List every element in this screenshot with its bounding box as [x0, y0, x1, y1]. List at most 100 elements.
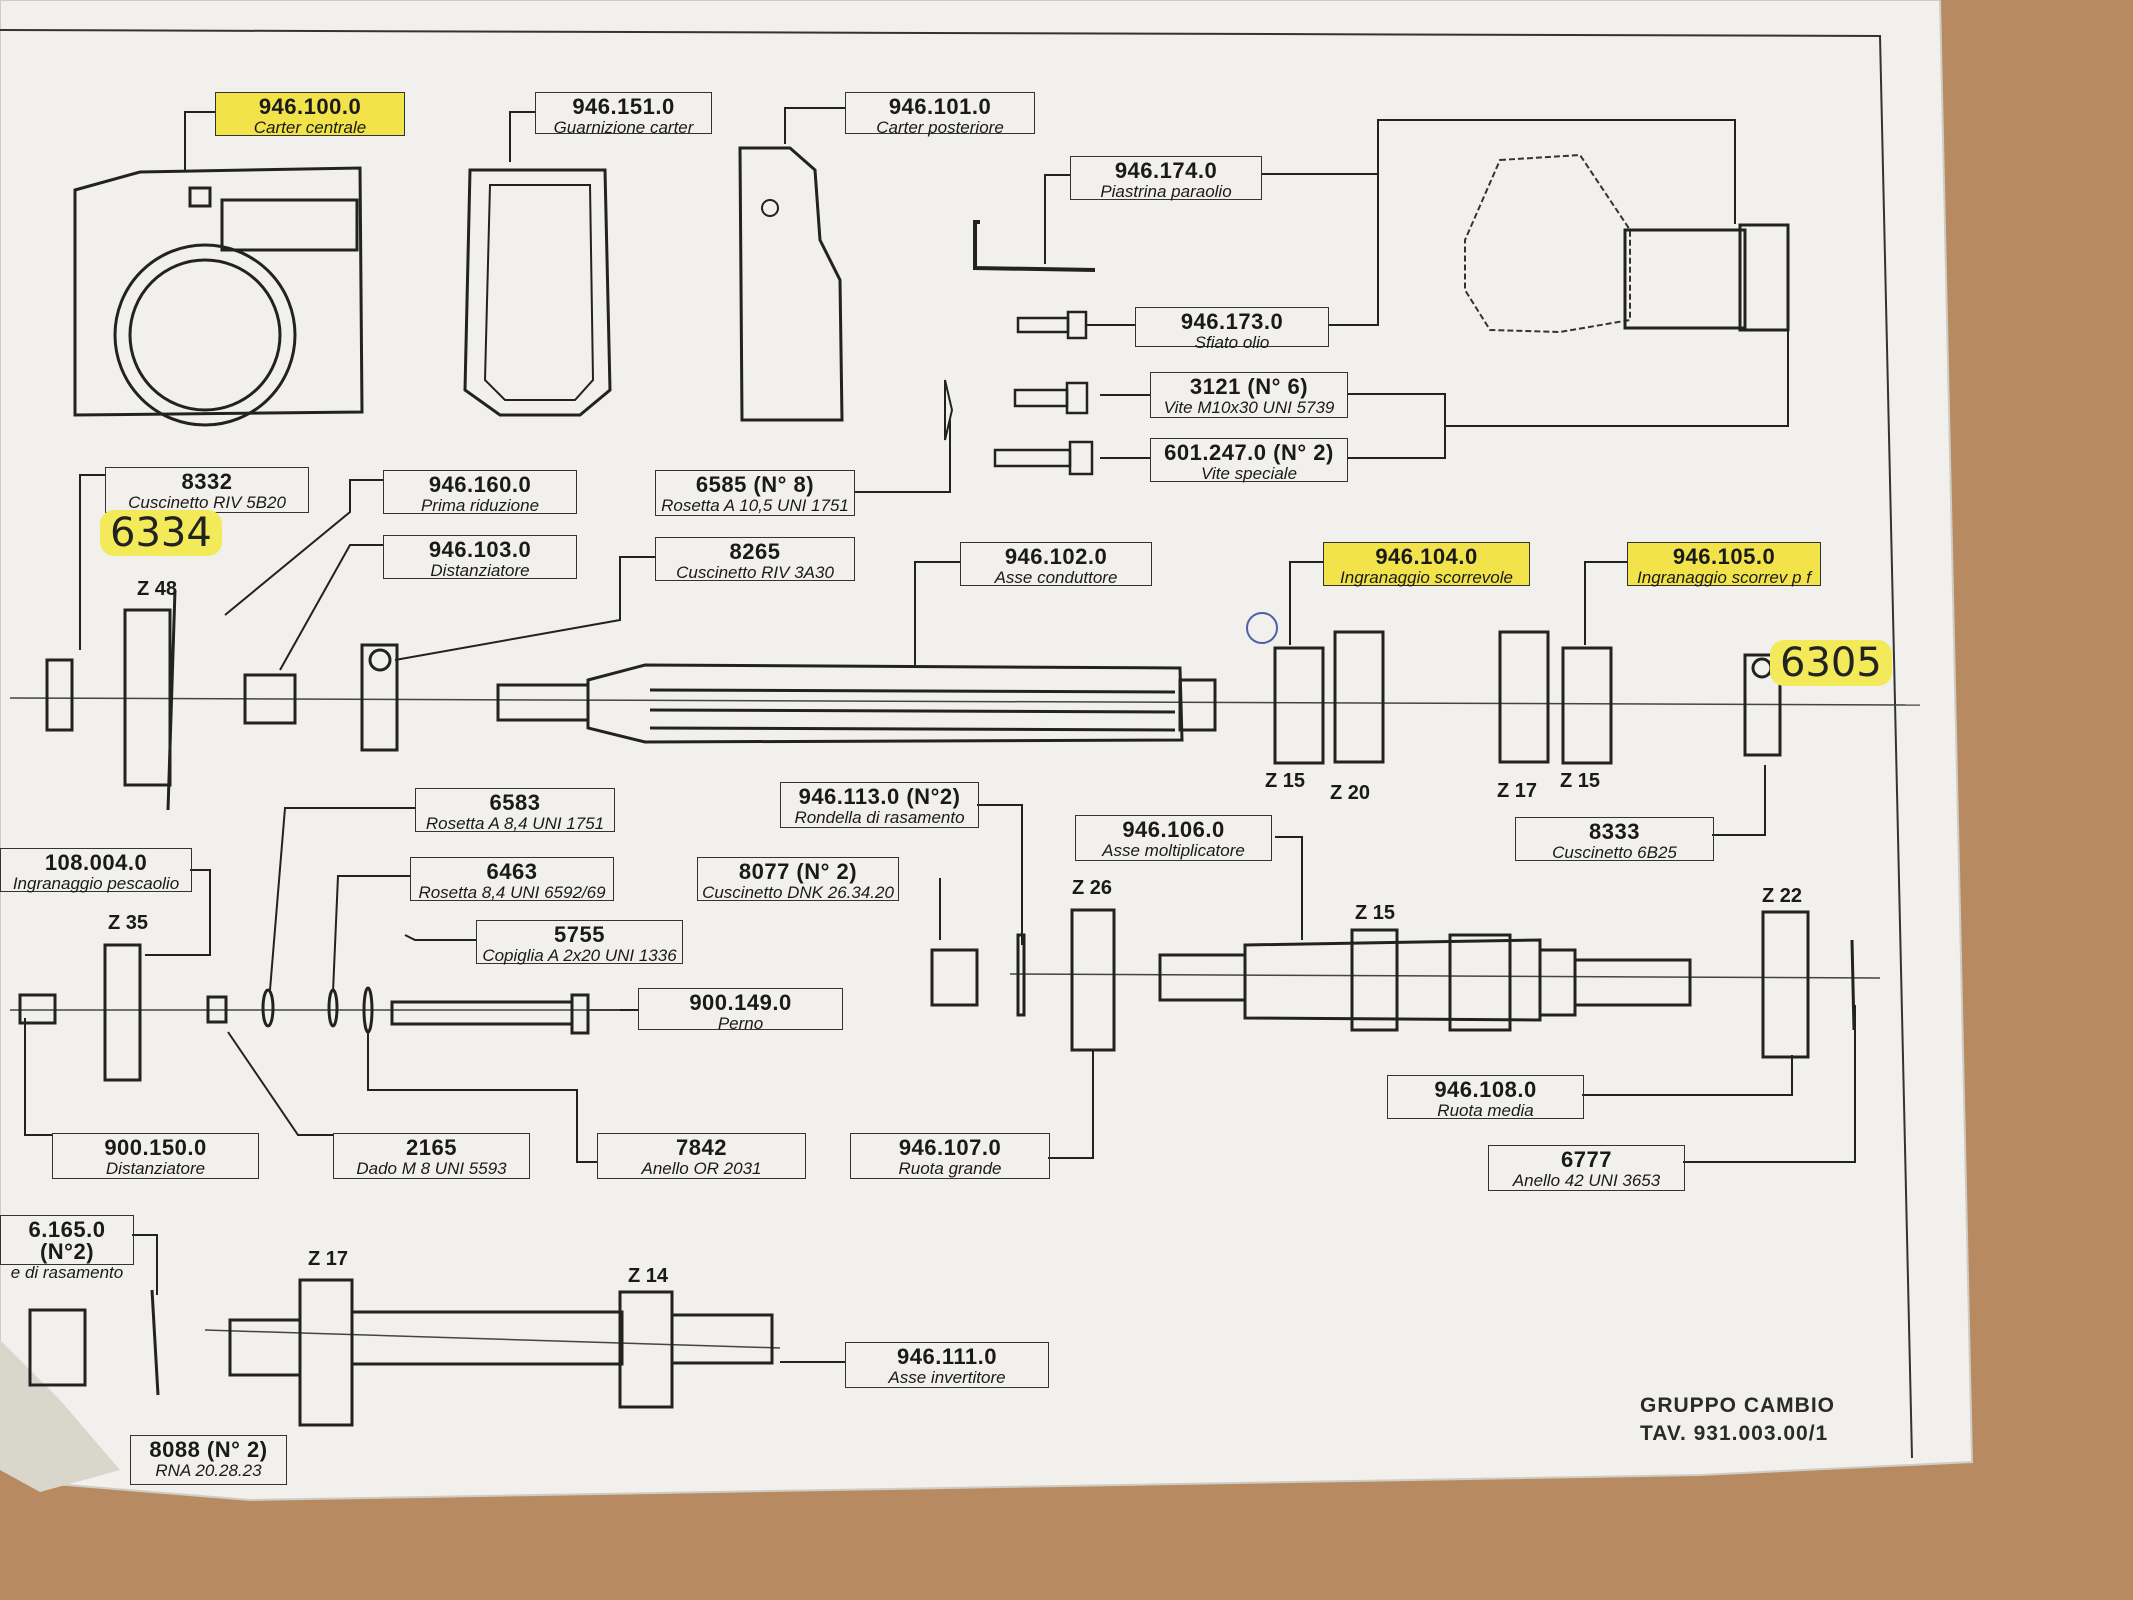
part-number: 946.108.0	[1434, 1077, 1537, 1102]
part-number: 6777	[1561, 1147, 1612, 1172]
gear-label: Z 20	[1330, 782, 1371, 804]
part-number: 946.174.0	[1114, 158, 1218, 183]
part-number: 8077 (N° 2)	[738, 859, 858, 884]
gear-label: Z 14	[628, 1265, 669, 1287]
part-name: Cuscinetto RIV 3A30	[676, 563, 834, 582]
part-number: 946.113.0 (N°2)	[798, 784, 961, 809]
part-name: Rondella di rasamento	[794, 808, 965, 827]
drawing-title-block: GRUPPO CAMBIO TAV. 931.003.00/1	[1640, 1392, 1835, 1449]
part-name: Asse invertitore	[888, 1368, 1006, 1387]
part-name: Carter posteriore	[876, 118, 1004, 137]
part-label-rosetta-a10: 6585 (N° 8)Rosetta A 10,5 UNI 1751	[655, 470, 855, 516]
frame-border	[0, 29, 1913, 1459]
part-name: Rosetta 8,4 UNI 6592/69	[418, 883, 606, 902]
part-number: 946.173.0	[1180, 309, 1284, 334]
part-label-rondella-di-rasamento: 946.113.0 (N°2)Rondella di rasamento	[780, 782, 979, 828]
part-name: Ingranaggio scorrevole	[1340, 568, 1513, 587]
drawing-title: GRUPPO CAMBIO	[1640, 1394, 1836, 1417]
part-name: Cuscinetto 6B25	[1552, 843, 1677, 862]
part-number: 8265	[729, 539, 781, 564]
gear-label: Z 22	[1762, 885, 1803, 907]
part-name: Guarnizione carter	[553, 118, 694, 137]
part-name: Vite M10x30 UNI 5739	[1163, 398, 1335, 417]
part-name: Copiglia A 2x20 UNI 1336	[482, 946, 677, 965]
part-number: 946.160.0	[428, 472, 532, 497]
gear-label: Z 26	[1072, 877, 1113, 899]
part-number: 108.004.0	[44, 850, 148, 875]
part-number: 6.165.0 (N°2)	[28, 1217, 106, 1264]
part-name: Ingranaggio scorrev p f	[1637, 568, 1811, 587]
gear-label: Z 48	[137, 578, 178, 600]
part-name: Piastrina paraolio	[1100, 182, 1232, 201]
gear-label: Z 17	[1497, 780, 1538, 802]
part-name: Anello OR 2031	[641, 1159, 762, 1178]
part-number: 946.151.0	[572, 94, 675, 119]
circled-mark	[1246, 612, 1278, 644]
part-name: Vite speciale	[1200, 464, 1298, 483]
part-number: 900.150.0	[104, 1135, 207, 1160]
part-name: Carter centrale	[253, 118, 367, 137]
part-number: 946.100.0	[258, 94, 362, 119]
gear-label: Z 35	[108, 912, 149, 934]
part-name: Cuscinetto RIV 5B20	[128, 493, 286, 512]
part-label-cuscinetto-dnk: 8077 (N° 2)Cuscinetto DNK 26.34.20	[697, 857, 899, 901]
part-number: 601.247.0 (N° 2)	[1164, 440, 1334, 465]
part-name: Asse conduttore	[994, 568, 1118, 587]
part-number: 6463	[486, 859, 538, 884]
part-number: 946.105.0	[1672, 544, 1776, 569]
part-name: Rosetta A 10,5 UNI 1751	[661, 496, 849, 515]
part-label-vite-m10: 3121 (N° 6)Vite M10x30 UNI 5739	[1150, 372, 1348, 418]
part-name: e di rasamento	[10, 1263, 124, 1282]
part-label-rondella-bottom: 6.165.0 (N°2)e di rasamento	[0, 1215, 134, 1281]
part-number: 8333	[1589, 819, 1640, 844]
part-number: 946.103.0	[428, 537, 532, 562]
part-number: 8088 (N° 2)	[149, 1437, 268, 1462]
part-name: Asse moltiplicatore	[1102, 841, 1245, 860]
part-name: Distanziatore	[430, 561, 530, 580]
part-number: 900.149.0	[689, 990, 792, 1015]
handwritten-note: 6305	[1770, 640, 1892, 686]
part-number: 3121 (N° 6)	[1189, 374, 1309, 399]
part-number: 5755	[554, 922, 605, 947]
part-label-vite-speciale: 601.247.0 (N° 2)Vite speciale	[1150, 438, 1348, 482]
part-label-bottom-corner: 8088 (N° 2)RNA 20.28.23	[130, 1435, 287, 1485]
drawing-table-number: TAV. 931.003.00/1	[1640, 1422, 1829, 1446]
gear-label: Z 15	[1265, 770, 1306, 792]
part-number: 8332	[181, 469, 233, 494]
part-name: Perno	[717, 1014, 764, 1033]
handwritten-note: 6334	[100, 510, 222, 556]
gear-label: Z 15	[1355, 902, 1396, 924]
part-name: RNA 20.28.23	[155, 1461, 262, 1480]
part-name: Distanziatore	[105, 1159, 206, 1178]
paper-sheet	[0, 0, 1974, 1502]
part-number: 946.111.0	[897, 1344, 997, 1369]
part-number: 6583	[489, 790, 541, 815]
part-name: Rosetta A 8,4 UNI 1751	[425, 814, 605, 833]
part-name: Sfiato olio	[1194, 333, 1270, 352]
part-number: 946.104.0	[1375, 544, 1478, 569]
